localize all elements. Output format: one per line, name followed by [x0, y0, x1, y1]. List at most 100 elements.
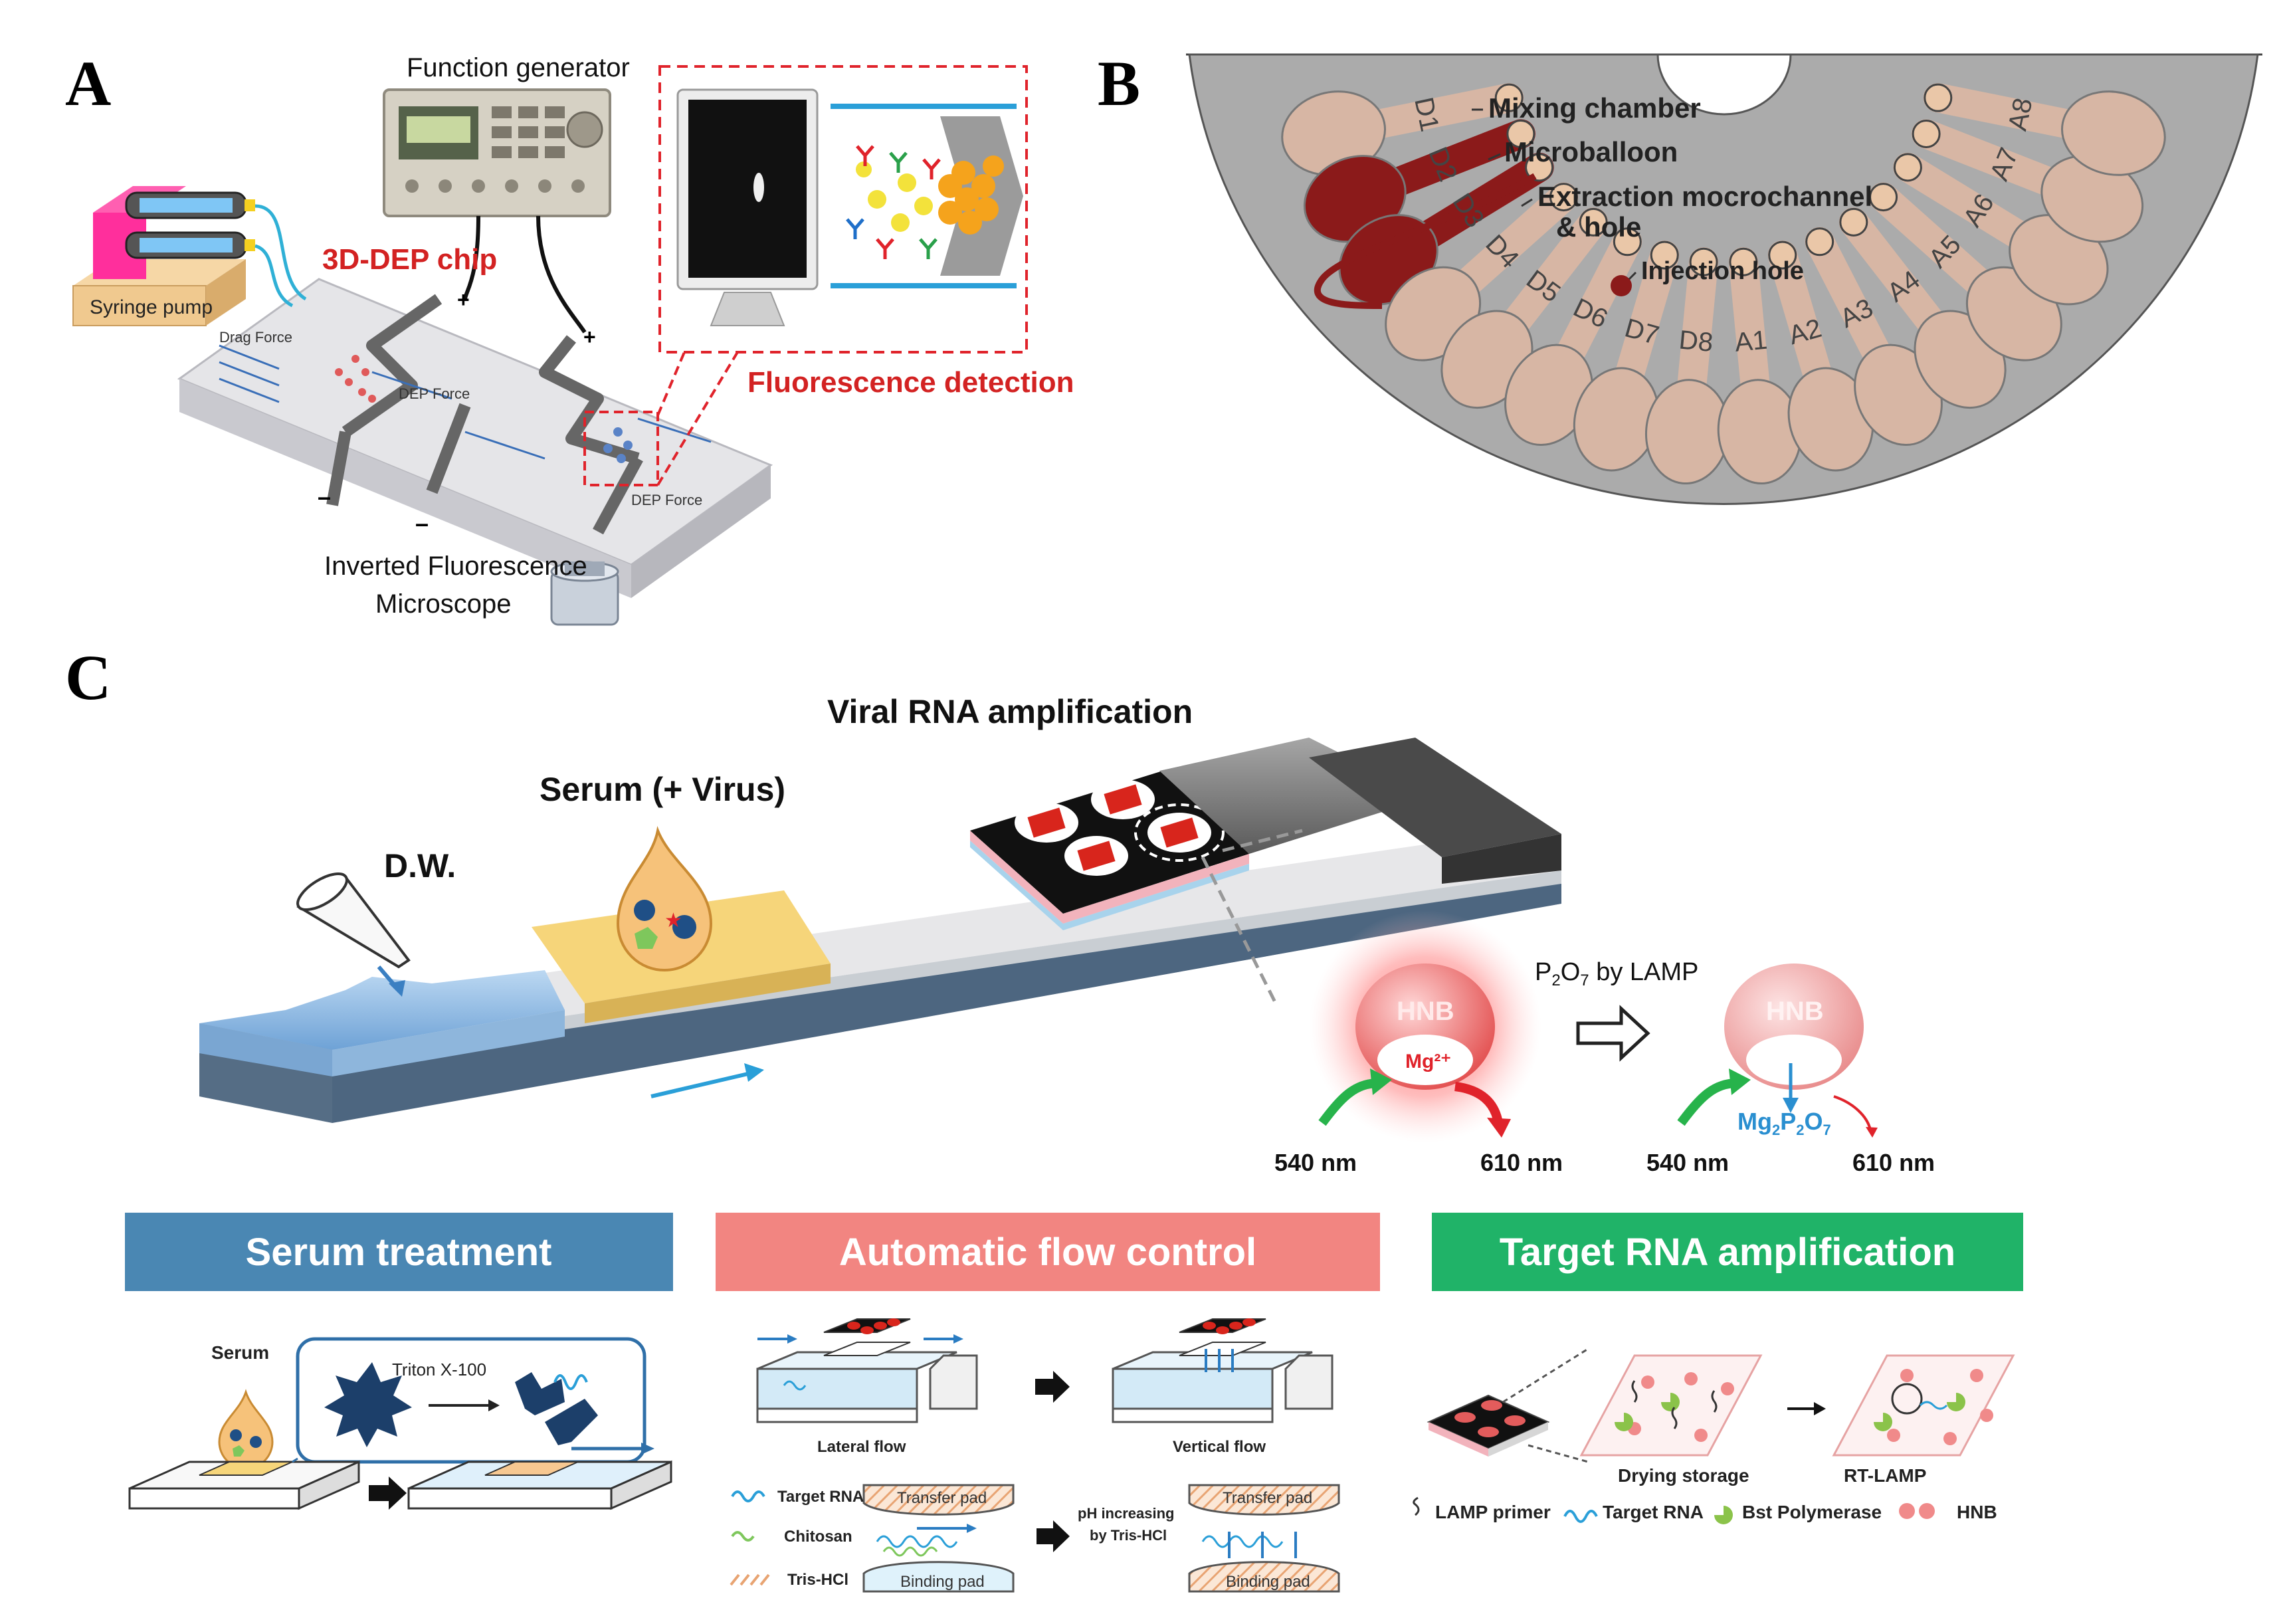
legend-bst: Bst Polymerase [1742, 1502, 1882, 1522]
disc-chambers [1281, 83, 2166, 485]
svg-text:★: ★ [664, 910, 682, 932]
automatic-flow-box [716, 1213, 1380, 1291]
panel-a-letter: A [65, 48, 111, 119]
legend-hnb: HNB [1957, 1502, 1997, 1522]
disc-chamber-hole [1506, 119, 1535, 148]
legend-lamp-primer: LAMP primer [1435, 1502, 1551, 1522]
extraction-label-line1: Extraction mocrochannel [1537, 181, 1872, 212]
function-generator-device [383, 88, 611, 217]
disc-chamber-hole [1805, 227, 1834, 256]
disc-chamber-label: A1 [1733, 326, 1769, 357]
transfer-pad-label-1: Transfer pad [897, 1489, 987, 1507]
disc-chamber-hole [1912, 119, 1941, 148]
viral-rna-label: Viral RNA amplification [827, 693, 1193, 730]
disc-chamber-label: D8 [1678, 325, 1714, 357]
fluorescence-detection-label: Fluorescence detection [747, 366, 1074, 399]
disc-chamber-hole [1689, 247, 1718, 276]
ph-label-line1: pH increasing [1078, 1505, 1174, 1522]
panel-a: A Function generator [65, 48, 1074, 626]
disc-chamber-hole [1869, 183, 1898, 212]
rt-lamp-label: RT-LAMP [1844, 1465, 1926, 1486]
hnb-label-1: HNB [1397, 997, 1454, 1026]
electrode-minus-1: – [318, 483, 331, 510]
target-rna-title: Target RNA amplification [1500, 1231, 1955, 1274]
flow-control-schematic [730, 1318, 1340, 1593]
microscope-icon [550, 561, 619, 626]
dep-force-label-1: DEP Force [399, 385, 470, 402]
wavelength-540-2: 540 nm [1646, 1149, 1729, 1176]
dep-force-label-2: DEP Force [631, 492, 702, 508]
wavelength-540-1: 540 nm [1274, 1149, 1357, 1176]
vertical-flow-label: Vertical flow [1173, 1438, 1266, 1456]
injection-hole-marker [1611, 275, 1632, 296]
serum-virus-label: Serum (+ Virus) [540, 771, 785, 808]
disc-chamber-hole [1650, 241, 1679, 270]
wire-right [536, 215, 587, 334]
serum-treatment-title: Serum treatment [246, 1231, 552, 1274]
dw-label: D.W. [384, 847, 456, 884]
mixing-chamber-label: Mixing chamber [1488, 92, 1701, 124]
gray-pad-2 [1309, 738, 1561, 857]
disc-chamber-label: D1 [1409, 95, 1444, 134]
legend-chitosan: Chitosan [784, 1528, 852, 1546]
disc-chamber-bulb [2061, 90, 2166, 176]
microballoon-label: Microballoon [1504, 136, 1678, 167]
serum-droplet-icon: ★ [616, 826, 713, 971]
wavelength-610-1: 610 nm [1480, 1149, 1563, 1176]
mg2p2o7-label: Mg2P2O7 [1737, 1108, 1831, 1138]
legend-target-rna: Target RNA [777, 1488, 864, 1506]
panel-c: C Viral RNA amplification Serum (+ Virus… [65, 642, 2023, 1593]
disc-chamber-hole [1549, 183, 1578, 212]
triton-label: Triton X-100 [392, 1360, 486, 1379]
serum-treatment-schematic [128, 1337, 672, 1510]
p2o7-label: P2O7 by LAMP [1535, 958, 1698, 989]
binding-pad-label-1: Binding pad [900, 1573, 985, 1591]
electrode-plus-1: + [457, 288, 470, 312]
disc-chamber-hole [1893, 153, 1922, 182]
serum-treatment-box [125, 1213, 673, 1291]
disc-chamber-hole [1729, 247, 1758, 276]
disc-chamber-hole [1924, 83, 1953, 112]
disc-chamber-hole [1839, 207, 1868, 237]
disc-chamber-label: A8 [2003, 96, 2038, 134]
automatic-flow-title: Automatic flow control [839, 1231, 1256, 1274]
hnb-label-2: HNB [1766, 997, 1824, 1026]
wavelength-610-2: 610 nm [1852, 1149, 1935, 1176]
disc-chamber-hole [1613, 227, 1642, 256]
transfer-pad-label-2: Transfer pad [1223, 1489, 1312, 1507]
fluorescence-detection-inset [656, 65, 1028, 486]
extraction-channel [1314, 173, 1537, 309]
microscope-label-line1: Inverted Fluorescence [324, 552, 587, 581]
disc-center-hole [1656, 53, 1792, 116]
legend-target-rna-2: Target RNA [1603, 1502, 1704, 1522]
test-strip [199, 738, 1561, 1123]
extraction-label-line2: & hole [1556, 211, 1641, 243]
legend-tris: Tris-HCl [787, 1571, 848, 1589]
panel-b: B Mixing chamber Microballoon Extraction… [1098, 48, 2262, 505]
syringe-pump-label: Syringe pump [90, 296, 213, 318]
ph-label-line2: by Tris-HCl [1090, 1527, 1167, 1544]
blue-pad [199, 970, 565, 1050]
disc-chamber-hole [1768, 241, 1797, 270]
microscope-label-line2: Microscope [375, 589, 512, 619]
binding-pad-label-2: Binding pad [1226, 1573, 1310, 1591]
hnb-reaction [1309, 910, 1878, 1143]
chip-label: 3D-DEP chip [322, 243, 497, 276]
target-amplification-schematic [1413, 1348, 2015, 1524]
function-generator-label: Function generator [407, 53, 630, 82]
mg-label: Mg²⁺ [1405, 1051, 1451, 1072]
lateral-flow-label: Lateral flow [817, 1438, 906, 1456]
target-rna-box [1432, 1213, 2023, 1291]
disc-chamber-hole [1579, 207, 1608, 237]
pipette-icon [296, 872, 411, 997]
syringe-pump-device [72, 186, 307, 326]
injection-hole-label: Injection hole [1641, 257, 1804, 285]
serum-small-label: Serum [211, 1342, 269, 1363]
drying-storage-label: Drying storage [1618, 1465, 1749, 1486]
dep-chip-slab [177, 278, 773, 598]
electrode-plus-2: + [583, 325, 596, 349]
drag-force-label: Drag Force [219, 329, 292, 346]
panel-c-letter: C [65, 642, 111, 713]
electrode-minus-2: – [415, 510, 429, 537]
